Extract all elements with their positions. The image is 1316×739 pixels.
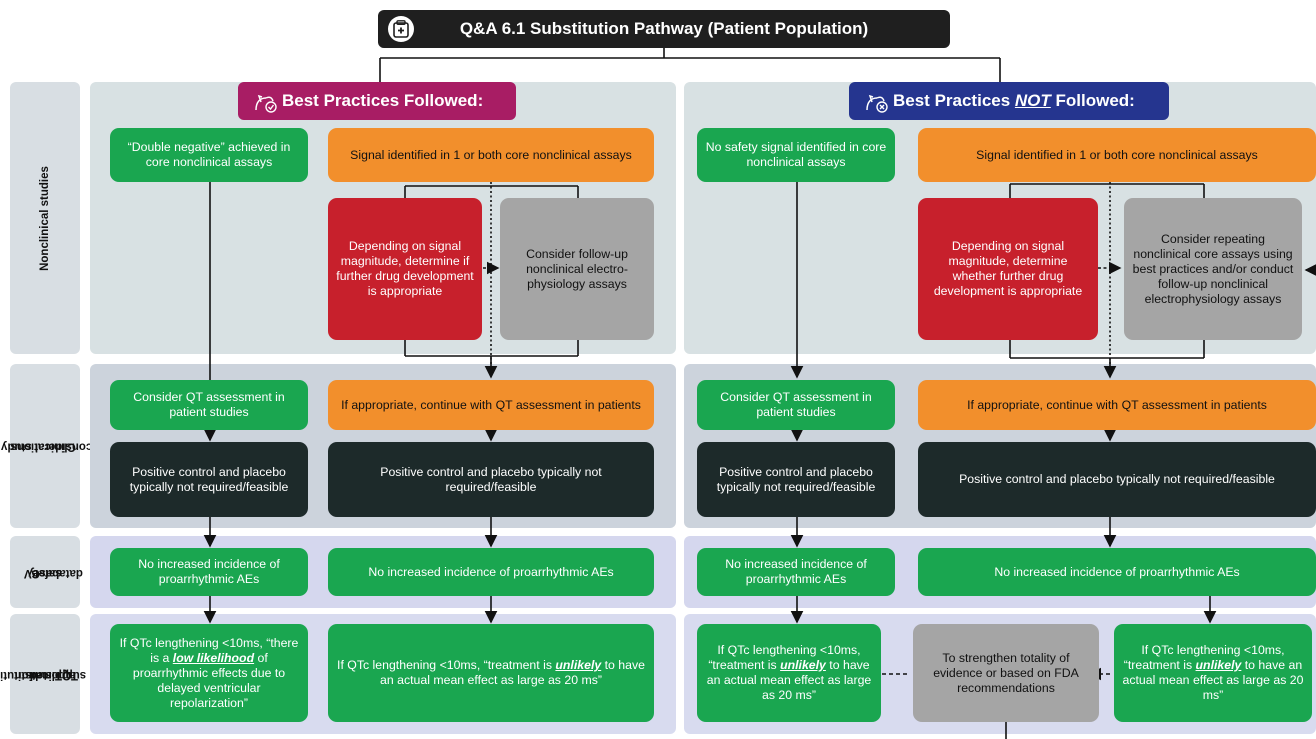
medical-kit-icon	[388, 16, 414, 42]
tqt-low-likelihood-box: If QTc lengthening <10ms, “there is a lo…	[110, 624, 308, 722]
diagram-title: Q&A 6.1 Substitution Pathway (Patient Po…	[378, 10, 950, 48]
no-incidence-box: No increased incidence of proarrhythmic …	[697, 548, 895, 596]
depending-signal-box: Depending on signal magnitude, determine…	[328, 198, 482, 340]
consider-qt-box: Consider QT assessment in patient studie…	[110, 380, 308, 430]
tqt-unlikely-box: If QTc lengthening <10ms, “treatment is …	[328, 624, 654, 722]
consider-repeating-box: Consider repeating nonclinical core assa…	[1124, 198, 1302, 340]
positive-control-box: Positive control and placebo typically n…	[697, 442, 895, 517]
row-label-nonclinical: Nonclinical studies	[10, 82, 80, 354]
no-incidence-box: No increased incidence of proarrhythmic …	[918, 548, 1316, 596]
tqt-unlikely-box: If QTc lengthening <10ms, “treatment is …	[697, 624, 881, 722]
positive-control-box: Positive control and placebo typically n…	[918, 442, 1316, 517]
signal-identified-box: Signal identified in 1 or both core nonc…	[328, 128, 654, 182]
tqt-unlikely-box: If QTc lengthening <10ms, “treatment is …	[1114, 624, 1312, 722]
title-text: Q&A 6.1 Substitution Pathway (Patient Po…	[459, 19, 869, 38]
no-incidence-box: No increased incidence of proarrhythmic …	[328, 548, 654, 596]
best-practices-not-followed-header: Best Practices NOT Followed:	[849, 82, 1169, 120]
positive-control-box: Positive control and placebo typically n…	[110, 442, 308, 517]
if-appropriate-box: If appropriate, continue with QT assessm…	[328, 380, 654, 430]
animal-cross-icon	[866, 94, 888, 113]
animal-check-icon	[255, 94, 277, 113]
double-negative-box: “Double negative” achieved in core noncl…	[110, 128, 308, 182]
signal-identified-box: Signal identified in 1 or both core nonc…	[918, 128, 1316, 182]
if-appropriate-box: If appropriate, continue with QT assessm…	[918, 380, 1316, 430]
depending-signal-box: Depending on signal magnitude, determine…	[918, 198, 1098, 340]
consider-followup-box: Consider follow-up nonclinical electro-p…	[500, 198, 654, 340]
row-label-tqt: TQT substitutionapplicationsupported	[0, 614, 86, 734]
strengthen-evidence-box: To strengthen totality of evidence or ba…	[913, 624, 1099, 722]
best-practices-followed-header: Best Practices Followed:	[238, 82, 516, 120]
positive-control-box: Positive control and placebo typically n…	[328, 442, 654, 517]
no-incidence-box: No increased incidence of proarrhythmic …	[110, 548, 308, 596]
consider-qt-box: Consider QT assessment in patient studie…	[697, 380, 895, 430]
no-safety-signal-box: No safety signal identified in core nonc…	[697, 128, 895, 182]
